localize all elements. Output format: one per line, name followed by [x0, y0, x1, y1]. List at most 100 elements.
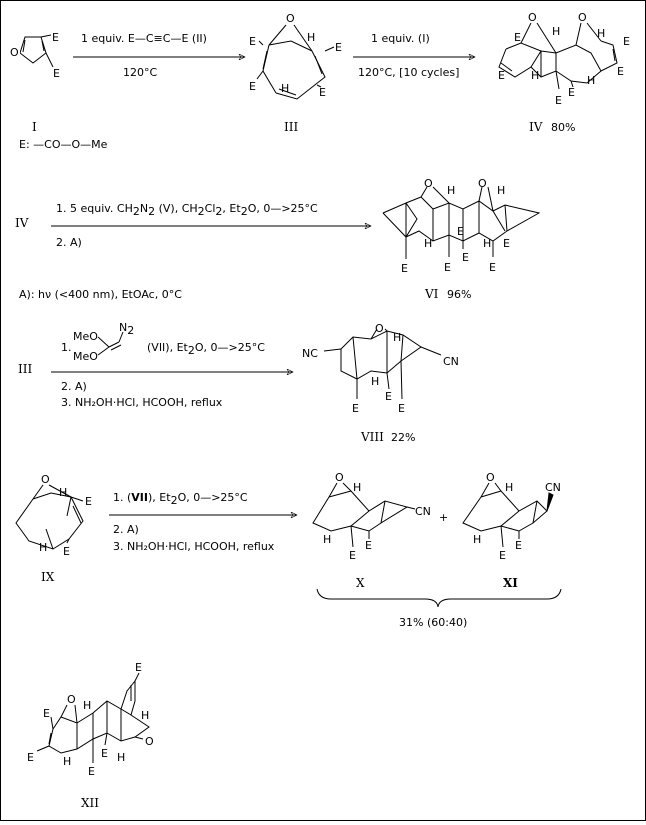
atom-H: H [307, 31, 315, 44]
label-compound-X: X [356, 576, 365, 590]
atom-O: O [375, 322, 384, 335]
svg-text:1. (VII), Et2O, 0—>25°C: 1. (VII), Et2O, 0—>25°C [113, 491, 248, 507]
atom-O: O [528, 11, 537, 24]
atom-H: H [353, 481, 361, 494]
diazo-N: N [119, 321, 127, 334]
compound-X-structure: O H H CN E E [312, 471, 431, 562]
subscript: 2 [215, 205, 222, 218]
compound-III-structure: O H H E E E E [249, 12, 342, 100]
reaction5-step1: O, 0—>25°C [178, 491, 248, 504]
atom-H: H [281, 82, 289, 95]
compound-IX-structure: O H H E E [15, 473, 92, 558]
compound-IV-structure: O O H H H H E E E E E E [498, 11, 630, 107]
compound-I-structure: O E E [9, 31, 60, 80]
atom-E: E [462, 251, 469, 264]
atom-O: O [10, 46, 19, 59]
atom-E: E [498, 69, 505, 82]
atom-E: E [617, 65, 624, 78]
reaction4-step2: 2. A) [61, 380, 87, 393]
reaction4-step1: O, 0—>25°C [195, 341, 265, 354]
label-compound-VI: VI [424, 287, 439, 301]
atom-E: E [349, 549, 356, 562]
label-compound-IV-start: IV [15, 216, 29, 230]
atom-E: E [444, 261, 451, 274]
atom-H: H [505, 481, 513, 494]
svg-text:(VII), Et2O, 0—>25°C: (VII), Et2O, 0—>25°C [147, 341, 265, 357]
methoxy-group: MeO [73, 330, 98, 343]
atom-O: O [335, 471, 344, 484]
atom-E: E [365, 539, 372, 552]
atom-H: H [552, 25, 560, 38]
atom-H: H [63, 755, 71, 768]
atom-H: H [83, 699, 91, 712]
atom-E: E [489, 261, 496, 274]
atom-E: E [249, 80, 256, 93]
atom-E: E [401, 262, 408, 275]
atom-H: H [39, 541, 47, 554]
atom-H: H [497, 184, 505, 197]
atom-E: E [335, 41, 342, 54]
label-compound-VIII: VIII [360, 430, 384, 444]
reaction2-reagent: 1 equiv. (I) [371, 32, 430, 45]
atom-E: E [53, 67, 60, 80]
atom-O: O [424, 177, 433, 190]
atom-H: H [424, 237, 432, 250]
reaction3-reagent-part: Cl [205, 202, 216, 215]
atom-H: H [393, 331, 401, 344]
atom-CN: CN [545, 481, 561, 494]
reaction4-step1: (VII), Et [147, 341, 189, 354]
reaction2-conditions: 120°C, [10 cycles] [358, 66, 459, 79]
atom-E: E [135, 661, 142, 674]
label-compound-XI: XI [503, 576, 518, 590]
reaction3-step2: 2. A) [56, 236, 82, 249]
reaction4-step-number: 1. [61, 341, 72, 354]
atom-CN: CN [443, 355, 459, 368]
atom-E: E [385, 390, 392, 403]
reaction1-temperature: 120°C [123, 66, 157, 79]
atom-E: E [499, 549, 506, 562]
reaction5-step1: 1. ( [113, 491, 131, 504]
atom-E: E [623, 35, 630, 48]
label-compound-I: I [32, 120, 37, 134]
yield-compound-VI: 96% [447, 288, 471, 301]
atom-H: H [531, 69, 539, 82]
atom-E: E [27, 751, 34, 764]
atom-E: E [515, 539, 522, 552]
grouping-brace [316, 588, 562, 608]
atom-O: O [486, 471, 495, 484]
reaction1-reagent: 1 equiv. E—C≡C—E (II) [81, 32, 207, 45]
label-compound-IV: IV [529, 120, 543, 134]
atom-E: E [249, 35, 256, 48]
compound-VIII-structure: O H H CN NC E E E [302, 322, 459, 415]
reaction3-reagent-part: N [140, 202, 148, 215]
svg-text:1. 5 equiv. CH2N2 (V), CH2Cl: 1. 5 equiv. CH2N2 (V), CH2Cl2, Et2O, 0—>… [56, 202, 318, 218]
legend-E-definition: E: —CO—O—Me [19, 138, 108, 151]
reaction5-step3: 3. NH₂OH·HCl, HCOOH, reflux [113, 540, 275, 553]
atom-E: E [63, 545, 70, 558]
atom-H: H [59, 486, 67, 499]
label-compound-III-start: III [18, 362, 32, 376]
subscript: 2 [188, 344, 195, 357]
reaction4-step3: 3. NH₂OH·HCl, HCOOH, reflux [61, 396, 223, 409]
yield-X-XI: 31% (60:40) [399, 616, 467, 629]
atom-E: E [88, 765, 95, 778]
atom-O: O [67, 693, 76, 706]
atom-H: H [447, 184, 455, 197]
label-compound-III: III [284, 120, 298, 134]
subscript: 2 [127, 324, 134, 337]
yield-compound-IV: 80% [551, 121, 575, 134]
compound-XII-structure: O H E H O H H E E E E [27, 661, 154, 778]
A-conditions-definition: A): hν (<400 nm), EtOAc, 0°C [19, 288, 182, 301]
atom-O: O [145, 735, 154, 748]
atom-E: E [85, 495, 92, 508]
atom-E: E [52, 31, 59, 44]
atom-CN: CN [415, 505, 431, 518]
reaction5-step1: ), Et [148, 491, 171, 504]
reaction5-step1-bold: VII [131, 491, 148, 504]
reaction3-reagent-part: , Et [222, 202, 241, 215]
reagent-VII-structure: MeO MeO N2 [73, 321, 134, 363]
atom-E: E [398, 402, 405, 415]
atom-H: H [371, 375, 379, 388]
